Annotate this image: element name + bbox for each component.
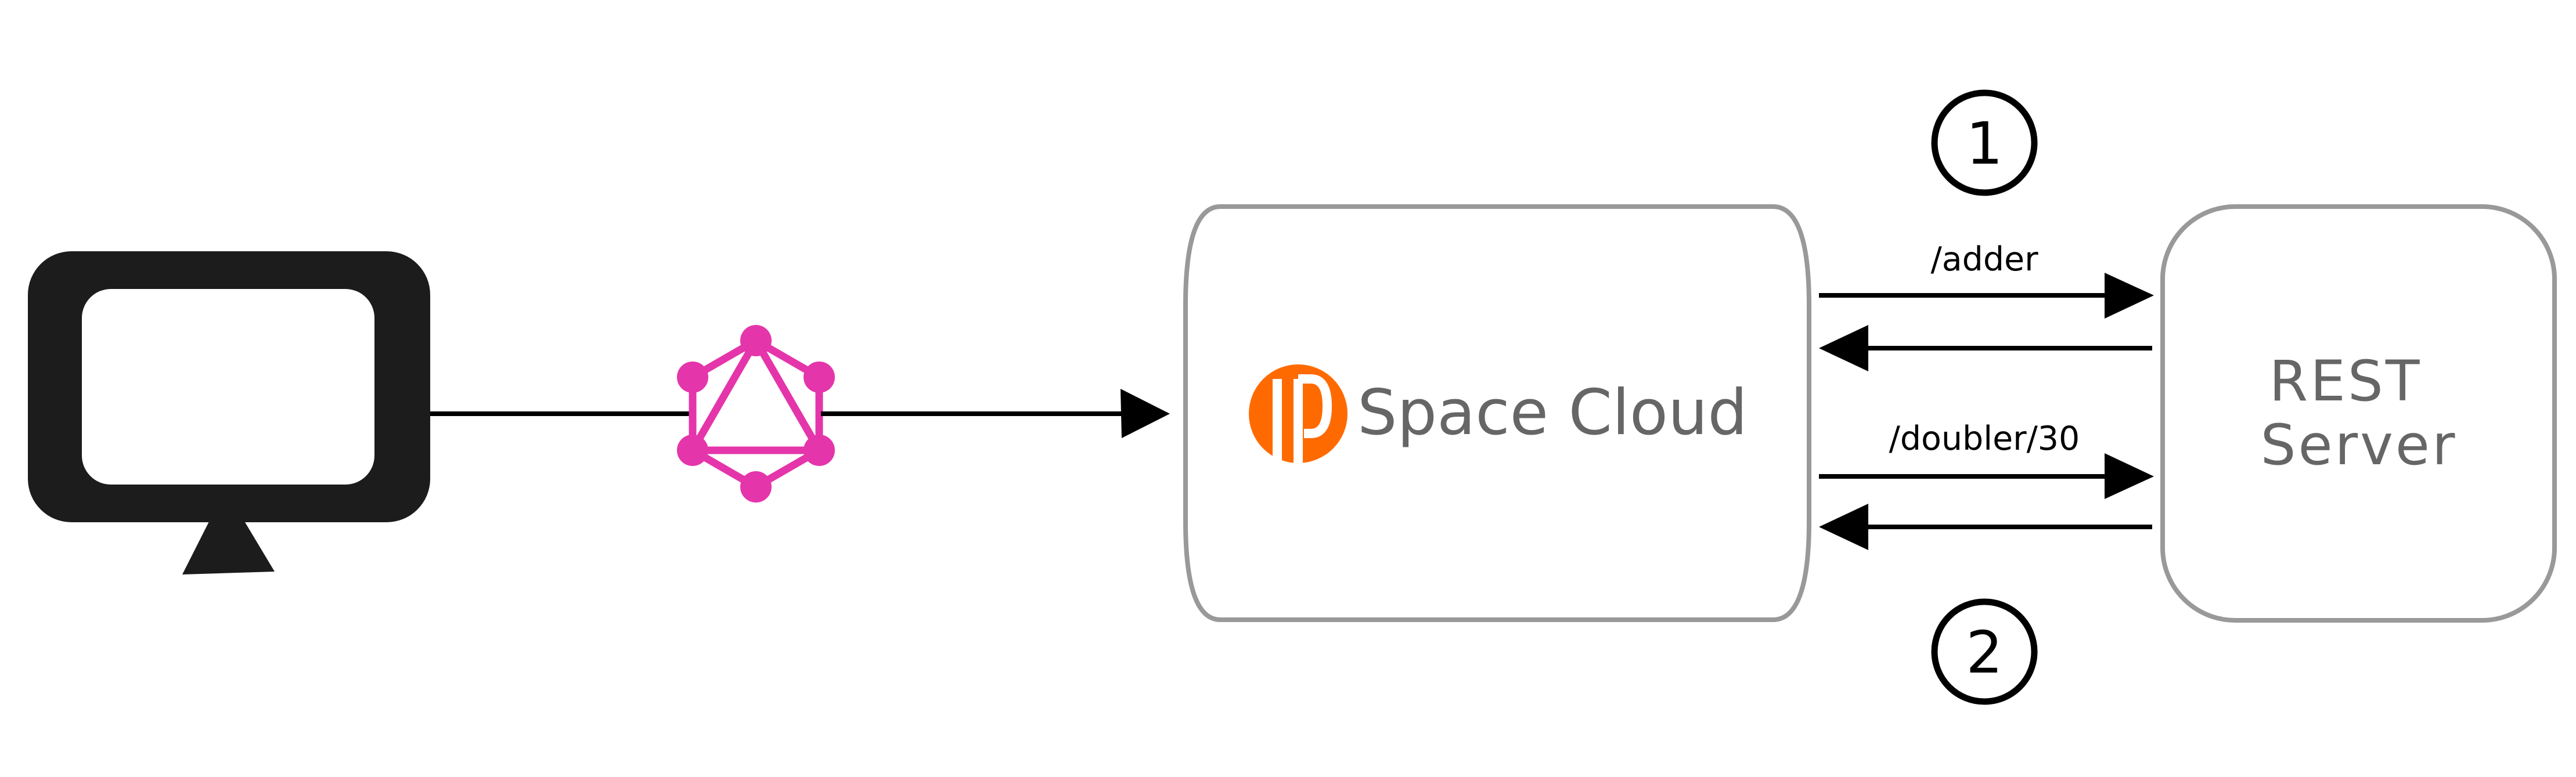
space-cloud-node: Space Cloud	[1183, 204, 1811, 622]
edge-label-doubler: /doubler/30	[1889, 420, 2080, 458]
rest-server-node: REST Server	[2160, 204, 2557, 623]
rest-server-label-line2: Server	[2261, 413, 2458, 478]
rest-server-label-line1: REST	[2269, 349, 2422, 414]
arrowhead	[1121, 389, 1170, 438]
step-marker-2: 2	[1931, 598, 2038, 705]
step-marker-1: 1	[1931, 89, 2038, 196]
response-arrow-adder	[1819, 325, 2152, 371]
step-number-1: 1	[1966, 110, 2003, 178]
request-arrow-doubler	[1819, 453, 2154, 499]
graphql-icon	[677, 325, 835, 503]
client-monitor-icon	[28, 251, 430, 574]
space-cloud-logo-icon	[1249, 364, 1348, 486]
response-arrow-doubler	[1819, 504, 2152, 550]
space-cloud-label: Space Cloud	[1357, 377, 1748, 449]
edge-label-adder: /adder	[1931, 240, 2039, 279]
step-number-2: 2	[1966, 619, 2003, 686]
request-arrow-adder	[1819, 273, 2154, 319]
